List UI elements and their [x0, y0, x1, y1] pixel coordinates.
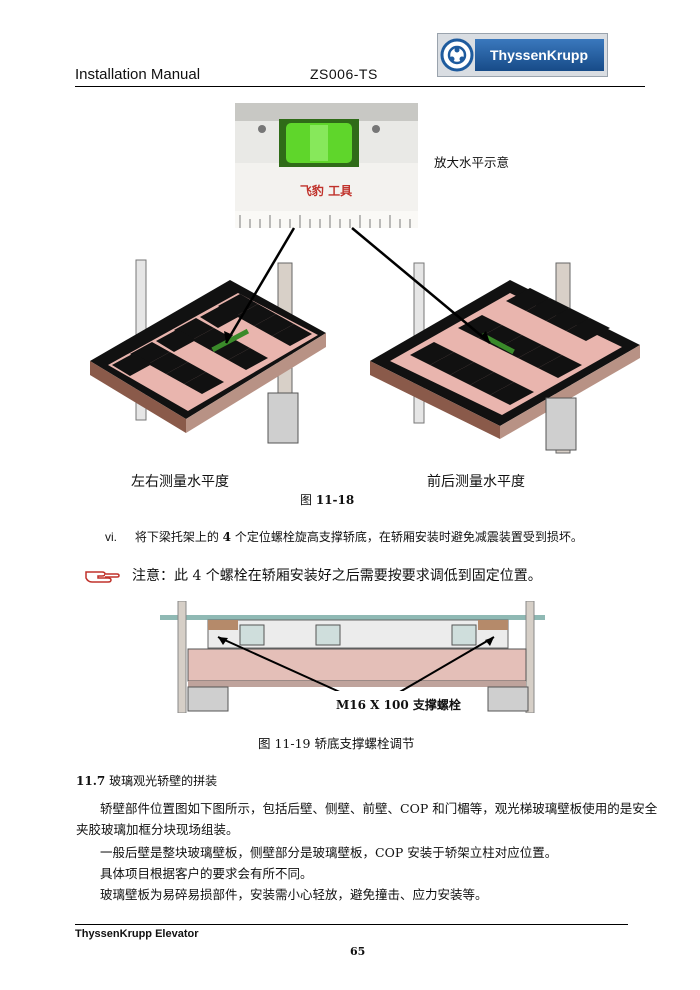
figure-11-19-illustration [160, 601, 545, 713]
note-text: 注意：此 4 个螺栓在轿厢安装好之后需要按要求调低到固定位置。 [132, 568, 542, 584]
step-vi: vi. 将下梁托架上的 4 个定位螺栓旋高支撑轿底，在轿厢安装时避免减震装置受到… [105, 527, 583, 547]
document-code: ZS006-TS [310, 66, 378, 82]
step-text-a: 将下梁托架上的 [134, 530, 219, 544]
paragraph-2: 一般后壁是整块玻璃壁板，侧壁部分是玻璃壁板，COP 安装于轿架立柱对应位置。 [100, 845, 558, 860]
caption-prefix: 图 [300, 493, 313, 507]
logo-text: ThyssenKrupp [490, 47, 588, 63]
footer-company: ThyssenKrupp Elevator [75, 928, 199, 940]
step-marker: vi. [105, 530, 117, 544]
thyssenkrupp-logo: ThyssenKrupp [437, 33, 608, 77]
paragraph-1: 轿壁部件位置图如下图所示，包括后壁、侧壁、前壁、COP 和门楣等，观光梯玻璃壁板… [100, 801, 658, 816]
platform-left [90, 259, 326, 444]
figure-11-18-caption: 图 11-18 [300, 491, 354, 508]
paragraph-4: 玻璃壁板为易碎易损部件，安装需小心轻放，避免撞击、应力安装等。 [100, 887, 488, 902]
right-measure-label: 前后测量水平度 [427, 474, 525, 490]
footer-rule [75, 924, 628, 925]
caption-number: 11-18 [315, 493, 355, 507]
section-heading: 11.7 玻璃观光轿壁的拼装 [76, 771, 217, 791]
step-text-b: 个定位螺栓旋高支撑轿底，在轿厢安装时避免减震装置受到损坏。 [234, 530, 583, 544]
level-brand-text: 飞豹 工具 [300, 183, 352, 198]
paragraph-3: 具体项目根据客户的要求会有所不同。 [100, 866, 313, 881]
step-num: 4 [222, 530, 232, 544]
paragraph-1-cont: 夹胶玻璃加框分块现场组装。 [76, 822, 239, 837]
header-title: Installation Manual [75, 66, 201, 83]
zoom-label: 放大水平示意 [434, 155, 510, 170]
figure-11-19-caption: 图 11-19 轿底支撑螺栓调节 [258, 736, 415, 751]
figure-11-18-illustration: 飞豹 工具 [90, 103, 640, 454]
section-number: 11.7 [76, 774, 106, 788]
page-number: 65 [350, 945, 366, 958]
bolt-label: M16 X 100 支撑螺栓 [336, 698, 461, 712]
left-measure-label: 左右测量水平度 [131, 474, 229, 490]
pointing-hand-icon [85, 571, 120, 583]
level-closeup: 飞豹 工具 [235, 103, 418, 228]
thyssenkrupp-emblem-icon [440, 38, 474, 72]
section-title: 玻璃观光轿壁的拼装 [109, 774, 218, 788]
header-rule [75, 86, 645, 87]
platform-right [370, 262, 640, 454]
